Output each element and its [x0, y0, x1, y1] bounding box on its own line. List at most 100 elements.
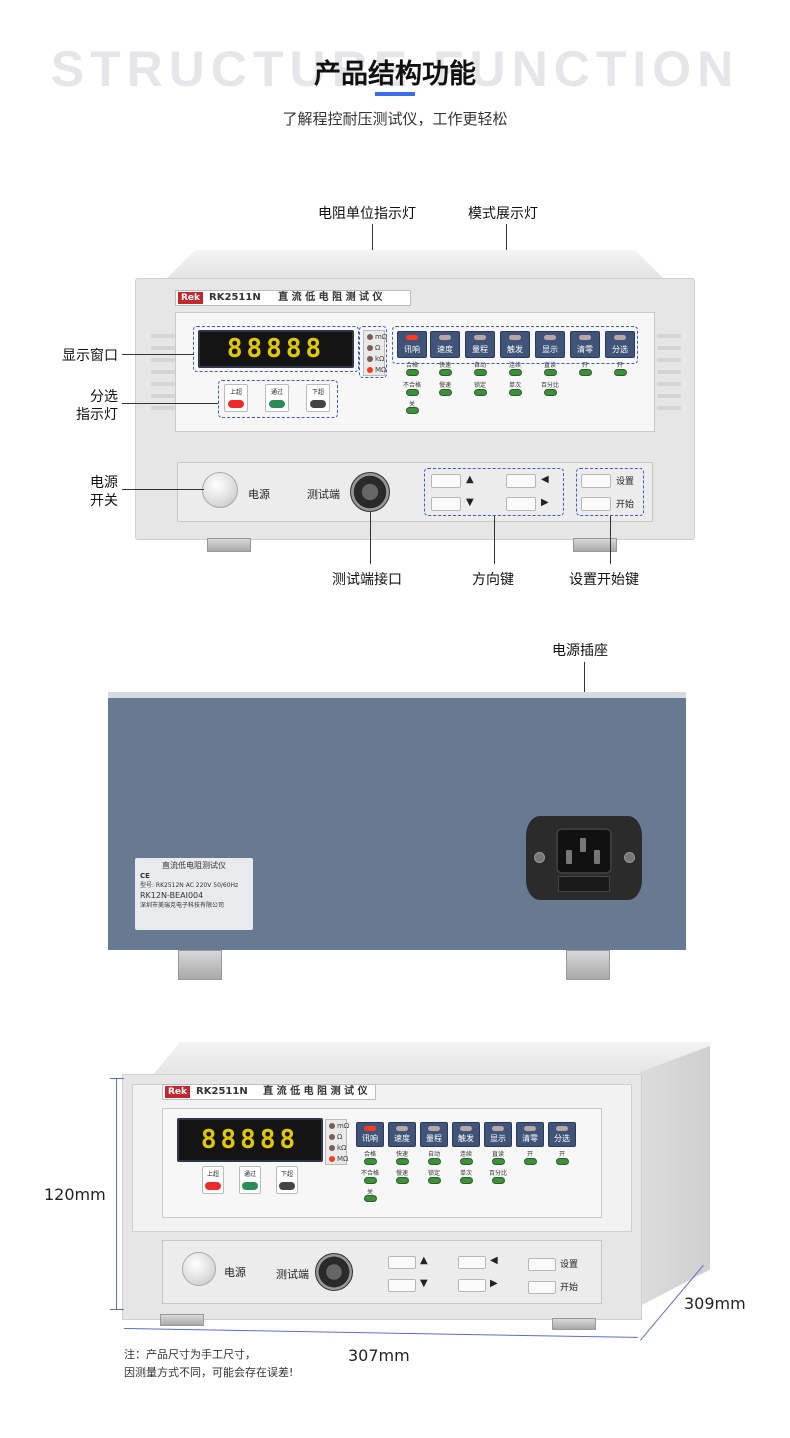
power-button[interactable] — [202, 472, 238, 508]
key-down[interactable] — [431, 497, 461, 511]
status-label-sort-on: 开 — [616, 362, 623, 369]
brand-logo: Rek — [178, 292, 204, 304]
key-down[interactable] — [388, 1279, 416, 1292]
key-set[interactable] — [581, 474, 611, 488]
callout-power-1: 电源 — [90, 475, 118, 491]
mode-button-sort[interactable]: 分选 — [605, 331, 635, 358]
status-led-icon — [492, 1158, 505, 1165]
mode-button-speed[interactable]: 速度 — [430, 331, 460, 358]
status-label-direct: 直读 — [491, 1151, 504, 1158]
key-left[interactable] — [458, 1256, 486, 1269]
callout-display-window: 显示窗口 — [62, 348, 118, 364]
highlight-display — [193, 326, 359, 372]
rear-foot-right — [566, 950, 610, 980]
power-socket[interactable] — [526, 816, 642, 900]
mode-button-trigger[interactable]: 触发 — [452, 1122, 480, 1147]
mode-button-beep[interactable]: 讯响 — [356, 1122, 384, 1147]
status-label-fast: 快速 — [438, 362, 451, 369]
status-label-sort-on: 开 — [558, 1151, 565, 1158]
status-label-off: 关 — [408, 401, 415, 408]
mode-button-range[interactable]: 量程 — [465, 331, 495, 358]
mode-button-beep[interactable]: 讯响 — [397, 331, 427, 358]
mode-button-trigger[interactable]: 触发 — [500, 331, 530, 358]
test-port-connector[interactable] — [315, 1253, 353, 1291]
status-led-icon — [396, 1158, 409, 1165]
status-led-icon — [509, 389, 522, 396]
status-label-continuous: 连续 — [459, 1151, 472, 1158]
key-up[interactable] — [388, 1256, 416, 1269]
mode-led-icon — [579, 335, 591, 340]
status-led-icon — [406, 389, 419, 396]
highlight-units — [359, 326, 387, 378]
callout-sort-led-2: 指示灯 — [76, 407, 118, 423]
status-led-icon — [439, 369, 452, 376]
key-set[interactable] — [528, 1258, 556, 1271]
mode-led-icon — [509, 335, 521, 340]
display-window: 88888 — [198, 330, 354, 368]
status-led-icon — [556, 1158, 569, 1165]
note-line-2: 因测量方式不同，可能会存在误差! — [124, 1366, 294, 1379]
key-up[interactable] — [431, 474, 461, 488]
sort-led-icon — [228, 400, 244, 408]
status-led-icon — [428, 1158, 441, 1165]
sort-led-icon — [269, 400, 285, 408]
status-label-fail: 不合格 — [360, 1170, 379, 1177]
device-side — [640, 1046, 710, 1306]
start-label: 开始 — [616, 500, 635, 510]
key-right[interactable] — [506, 497, 536, 511]
fuse-drawer — [558, 876, 610, 892]
mode-button-range[interactable]: 量程 — [420, 1122, 448, 1147]
key-start[interactable] — [581, 497, 611, 511]
status-led-icon — [492, 1177, 505, 1184]
status-label-auto: 自动 — [473, 362, 486, 369]
power-button[interactable] — [182, 1252, 216, 1286]
mode-led-icon — [544, 335, 556, 340]
callout-line-sort — [122, 403, 218, 404]
key-right[interactable] — [458, 1279, 486, 1292]
device-top — [152, 1042, 712, 1076]
key-start[interactable] — [528, 1281, 556, 1294]
dimension-depth: 309mm — [684, 1294, 746, 1313]
highlight-sort-leds — [218, 380, 338, 418]
mode-button-display[interactable]: 显示 — [535, 331, 565, 358]
callout-line-direction — [494, 516, 495, 564]
mode-button-sort[interactable]: 分选 — [548, 1122, 576, 1147]
status-label-pass: 合格 — [363, 1151, 376, 1158]
status-label-fail: 不合格 — [402, 382, 421, 389]
status-label-single: 单次 — [508, 382, 521, 389]
unit-label-ohm: Ω — [375, 344, 381, 352]
unit-led-icon — [367, 334, 373, 340]
display-window: 88888 — [177, 1118, 323, 1162]
arrow-up-icon: ▲ — [420, 1255, 428, 1266]
callout-line-test-port — [370, 512, 371, 564]
sort-led-pass: 通过 — [239, 1166, 261, 1194]
sort-led-upper: 上超 — [202, 1166, 224, 1194]
status-label-lock: 锁定 — [427, 1170, 440, 1177]
mode-button-speed[interactable]: 速度 — [388, 1122, 416, 1147]
mode-button-zero[interactable]: 清零 — [570, 331, 600, 358]
arrow-right-icon: ▶ — [541, 497, 549, 508]
power-label: 电源 — [248, 488, 270, 501]
unit-led-icon — [367, 356, 373, 362]
foot-left — [160, 1314, 204, 1326]
callout-line-set-start — [610, 516, 611, 564]
unit-led-icon — [367, 367, 373, 373]
highlight-set-start — [576, 468, 644, 516]
mode-button-zero[interactable]: 清零 — [516, 1122, 544, 1147]
status-led-icon — [544, 369, 557, 376]
callout-line-power — [122, 489, 204, 490]
status-led-icon — [396, 1177, 409, 1184]
unit-label-kohm: kΩ — [375, 355, 385, 363]
status-label-single: 单次 — [459, 1170, 472, 1177]
mode-button-display[interactable]: 显示 — [484, 1122, 512, 1147]
arrow-left-icon: ◀ — [490, 1255, 498, 1266]
callout-test-port: 测试端接口 — [332, 572, 402, 588]
highlight-direction-keys — [424, 468, 564, 516]
callout-direction-keys: 方向键 — [472, 572, 514, 588]
key-left[interactable] — [506, 474, 536, 488]
status-label-slow: 慢速 — [395, 1170, 408, 1177]
callout-mode-led: 模式展示灯 — [468, 206, 538, 222]
test-port-connector[interactable] — [350, 472, 390, 512]
lower-control-panel — [177, 462, 653, 522]
